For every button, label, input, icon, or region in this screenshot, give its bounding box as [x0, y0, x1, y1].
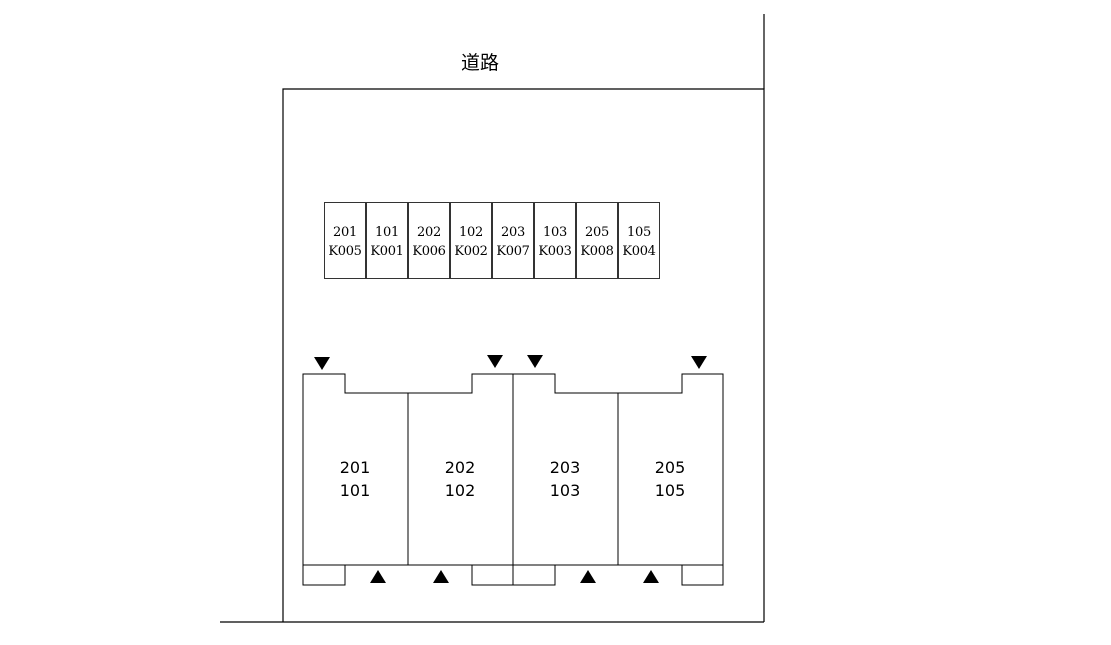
stall-code: K003: [538, 244, 572, 259]
unit-upper: 202: [444, 458, 476, 477]
stall-code: K002: [454, 244, 488, 259]
unit-upper: 205: [654, 458, 686, 477]
entrance-up-triangle: [580, 570, 596, 583]
stall-unit: 202: [417, 225, 441, 240]
entrance-up-triangle: [370, 570, 386, 583]
property-boundary: [220, 14, 765, 623]
stall-code: K004: [622, 244, 656, 259]
parking-stall: 202 K006: [408, 202, 450, 279]
parking-stall: 103 K003: [534, 202, 576, 279]
unit-label: 202 102: [408, 456, 512, 502]
unit-lower: 102: [444, 481, 476, 500]
entrance-up-triangle: [643, 570, 659, 583]
parking-stall: 101 K001: [366, 202, 408, 279]
stall-code: K006: [412, 244, 446, 259]
stall-unit: 205: [585, 225, 609, 240]
unit-lower: 103: [549, 481, 581, 500]
stall-code: K001: [370, 244, 404, 259]
entrance-down-triangle: [691, 356, 707, 369]
entrance-markers-top: [314, 355, 707, 370]
stall-code: K008: [580, 244, 614, 259]
entrance-down-triangle: [314, 357, 330, 370]
stall-unit: 105: [627, 225, 651, 240]
entrance-down-triangle: [527, 355, 543, 368]
stall-unit: 201: [333, 225, 357, 240]
parking-stall: 201 K005: [324, 202, 366, 279]
entrance-markers-bottom: [370, 570, 659, 583]
stall-code: K005: [328, 244, 362, 259]
unit-label: 201 101: [303, 456, 407, 502]
stall-unit: 101: [375, 225, 399, 240]
parking-stall: 102 K002: [450, 202, 492, 279]
unit-upper: 203: [549, 458, 581, 477]
parking-stall: 205 K008: [576, 202, 618, 279]
parking-stall: 105 K004: [618, 202, 660, 279]
unit-label: 203 103: [513, 456, 617, 502]
parking-stall: 203 K007: [492, 202, 534, 279]
stall-unit: 103: [543, 225, 567, 240]
stall-unit: 102: [459, 225, 483, 240]
stall-code: K007: [496, 244, 530, 259]
unit-upper: 201: [339, 458, 371, 477]
unit-label: 205 105: [618, 456, 722, 502]
entrance-down-triangle: [487, 355, 503, 368]
road-label: 道路: [460, 52, 499, 74]
unit-lower: 101: [339, 481, 371, 500]
building-outline: [302, 373, 724, 586]
unit-lower: 105: [654, 481, 686, 500]
entrance-up-triangle: [433, 570, 449, 583]
stall-unit: 203: [501, 225, 525, 240]
